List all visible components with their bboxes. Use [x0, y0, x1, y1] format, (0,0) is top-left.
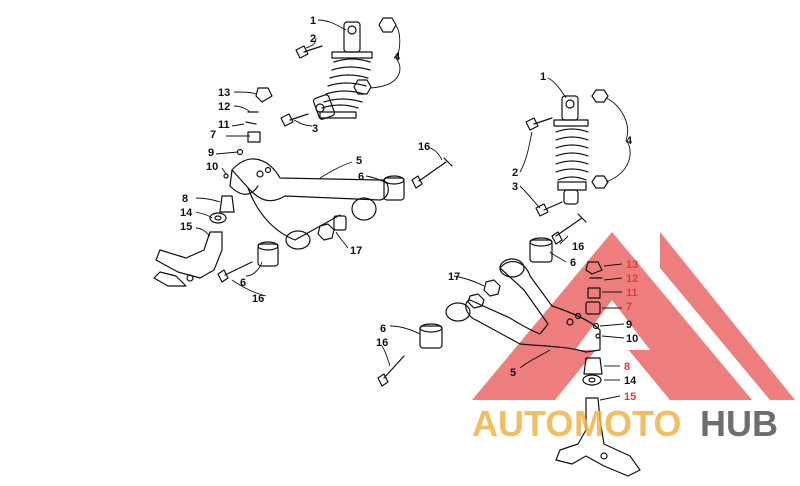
washer-left-14	[209, 212, 227, 224]
callout-right-13: 13	[626, 259, 638, 271]
callout-left-1: 1	[310, 15, 316, 27]
boot-left-8	[219, 195, 235, 213]
callout-left-11: 11	[218, 119, 230, 131]
callout-right-3: 3	[512, 181, 518, 193]
nut-right-bottom	[591, 175, 609, 189]
callout-right-15: 15	[624, 391, 636, 403]
callout-left-15: 15	[180, 221, 192, 233]
right-callout-leaders	[381, 77, 631, 401]
left-callout-leaders	[195, 19, 443, 297]
callout-left-4: 4	[394, 51, 401, 63]
callout-left-12: 12	[218, 101, 230, 113]
bushing-right-6a	[529, 237, 553, 263]
bolt-left-16a	[411, 157, 453, 189]
callout-right-11: 11	[626, 287, 638, 299]
a-arm-right	[445, 258, 601, 353]
shock-absorber-left	[312, 21, 373, 120]
callout-left-16a: 16	[418, 141, 430, 153]
callout-left-17: 17	[350, 245, 362, 257]
callout-left-14: 14	[180, 207, 193, 219]
watermark-triangle-inner	[660, 232, 795, 400]
callout-right-16a: 16	[572, 241, 584, 253]
callout-left-6b: 6	[240, 277, 246, 289]
callout-right-4: 4	[626, 135, 633, 147]
boot-right-8	[583, 357, 603, 375]
callout-right-1: 1	[540, 71, 546, 83]
callout-left-9: 9	[208, 147, 214, 159]
bolt-left-2	[295, 45, 323, 59]
nut-left-17	[317, 215, 347, 241]
watermark-moto: MOTO	[574, 403, 681, 444]
bolt-right-2	[525, 117, 553, 131]
bolt-right-16a	[551, 213, 587, 245]
ball-joint-hardware-left	[223, 87, 273, 179]
callout-right-7: 7	[626, 301, 632, 313]
callout-left-7: 7	[210, 129, 216, 141]
callout-right-5: 5	[510, 367, 516, 379]
knuckle-left-15	[153, 231, 223, 287]
shock-absorber-right	[553, 95, 589, 205]
callout-right-14: 14	[624, 375, 637, 387]
nut-right-17	[467, 279, 501, 309]
nut-left-mid	[353, 79, 372, 95]
callout-right-9: 9	[626, 319, 632, 331]
callout-left-6a: 6	[358, 171, 364, 183]
callout-left-3: 3	[312, 123, 318, 135]
callout-right-16b: 16	[376, 337, 388, 349]
nut-right-top	[591, 89, 609, 103]
callout-left-13: 13	[218, 87, 230, 99]
right-assembly: 1 2 3 4 5 6 6 7 8 9 10 11 12 13 14 15 16…	[376, 71, 641, 477]
callout-right-12: 12	[626, 273, 638, 285]
bushing-right-6b	[419, 323, 443, 349]
bolt-right-16b	[377, 355, 405, 387]
bolt-left-3	[280, 113, 309, 127]
watermark-text: AUTO MOTO HUB	[472, 403, 778, 444]
callout-left-5: 5	[356, 155, 362, 167]
ball-joint-hardware-right	[585, 261, 603, 339]
callout-left-2: 2	[310, 33, 316, 45]
bushing-left-6a	[383, 175, 405, 201]
callout-right-6a: 6	[570, 257, 576, 269]
bolt-right-3	[535, 201, 563, 217]
callout-left-16b: 16	[252, 293, 264, 305]
a-arm-left	[229, 158, 389, 250]
callout-right-17: 17	[448, 271, 460, 283]
callout-right-6b: 6	[380, 323, 386, 335]
left-assembly: 1 2 3 4 5 6 6 7 8 9 10 11 12 13 14 15 16…	[153, 15, 453, 305]
bolt-left-16b	[217, 261, 253, 283]
callout-left-10: 10	[206, 161, 218, 173]
bushing-left-6b	[257, 241, 279, 267]
callout-right-10: 10	[626, 333, 638, 345]
knuckle-right-15	[555, 397, 641, 477]
callout-right-2: 2	[512, 167, 518, 179]
washer-right-14	[582, 374, 602, 386]
nut-left-top	[378, 17, 397, 33]
callout-right-8: 8	[624, 361, 630, 373]
watermark-hub: HUB	[700, 403, 778, 444]
callout-left-8: 8	[182, 193, 188, 205]
watermark-auto: AUTO	[472, 403, 573, 444]
